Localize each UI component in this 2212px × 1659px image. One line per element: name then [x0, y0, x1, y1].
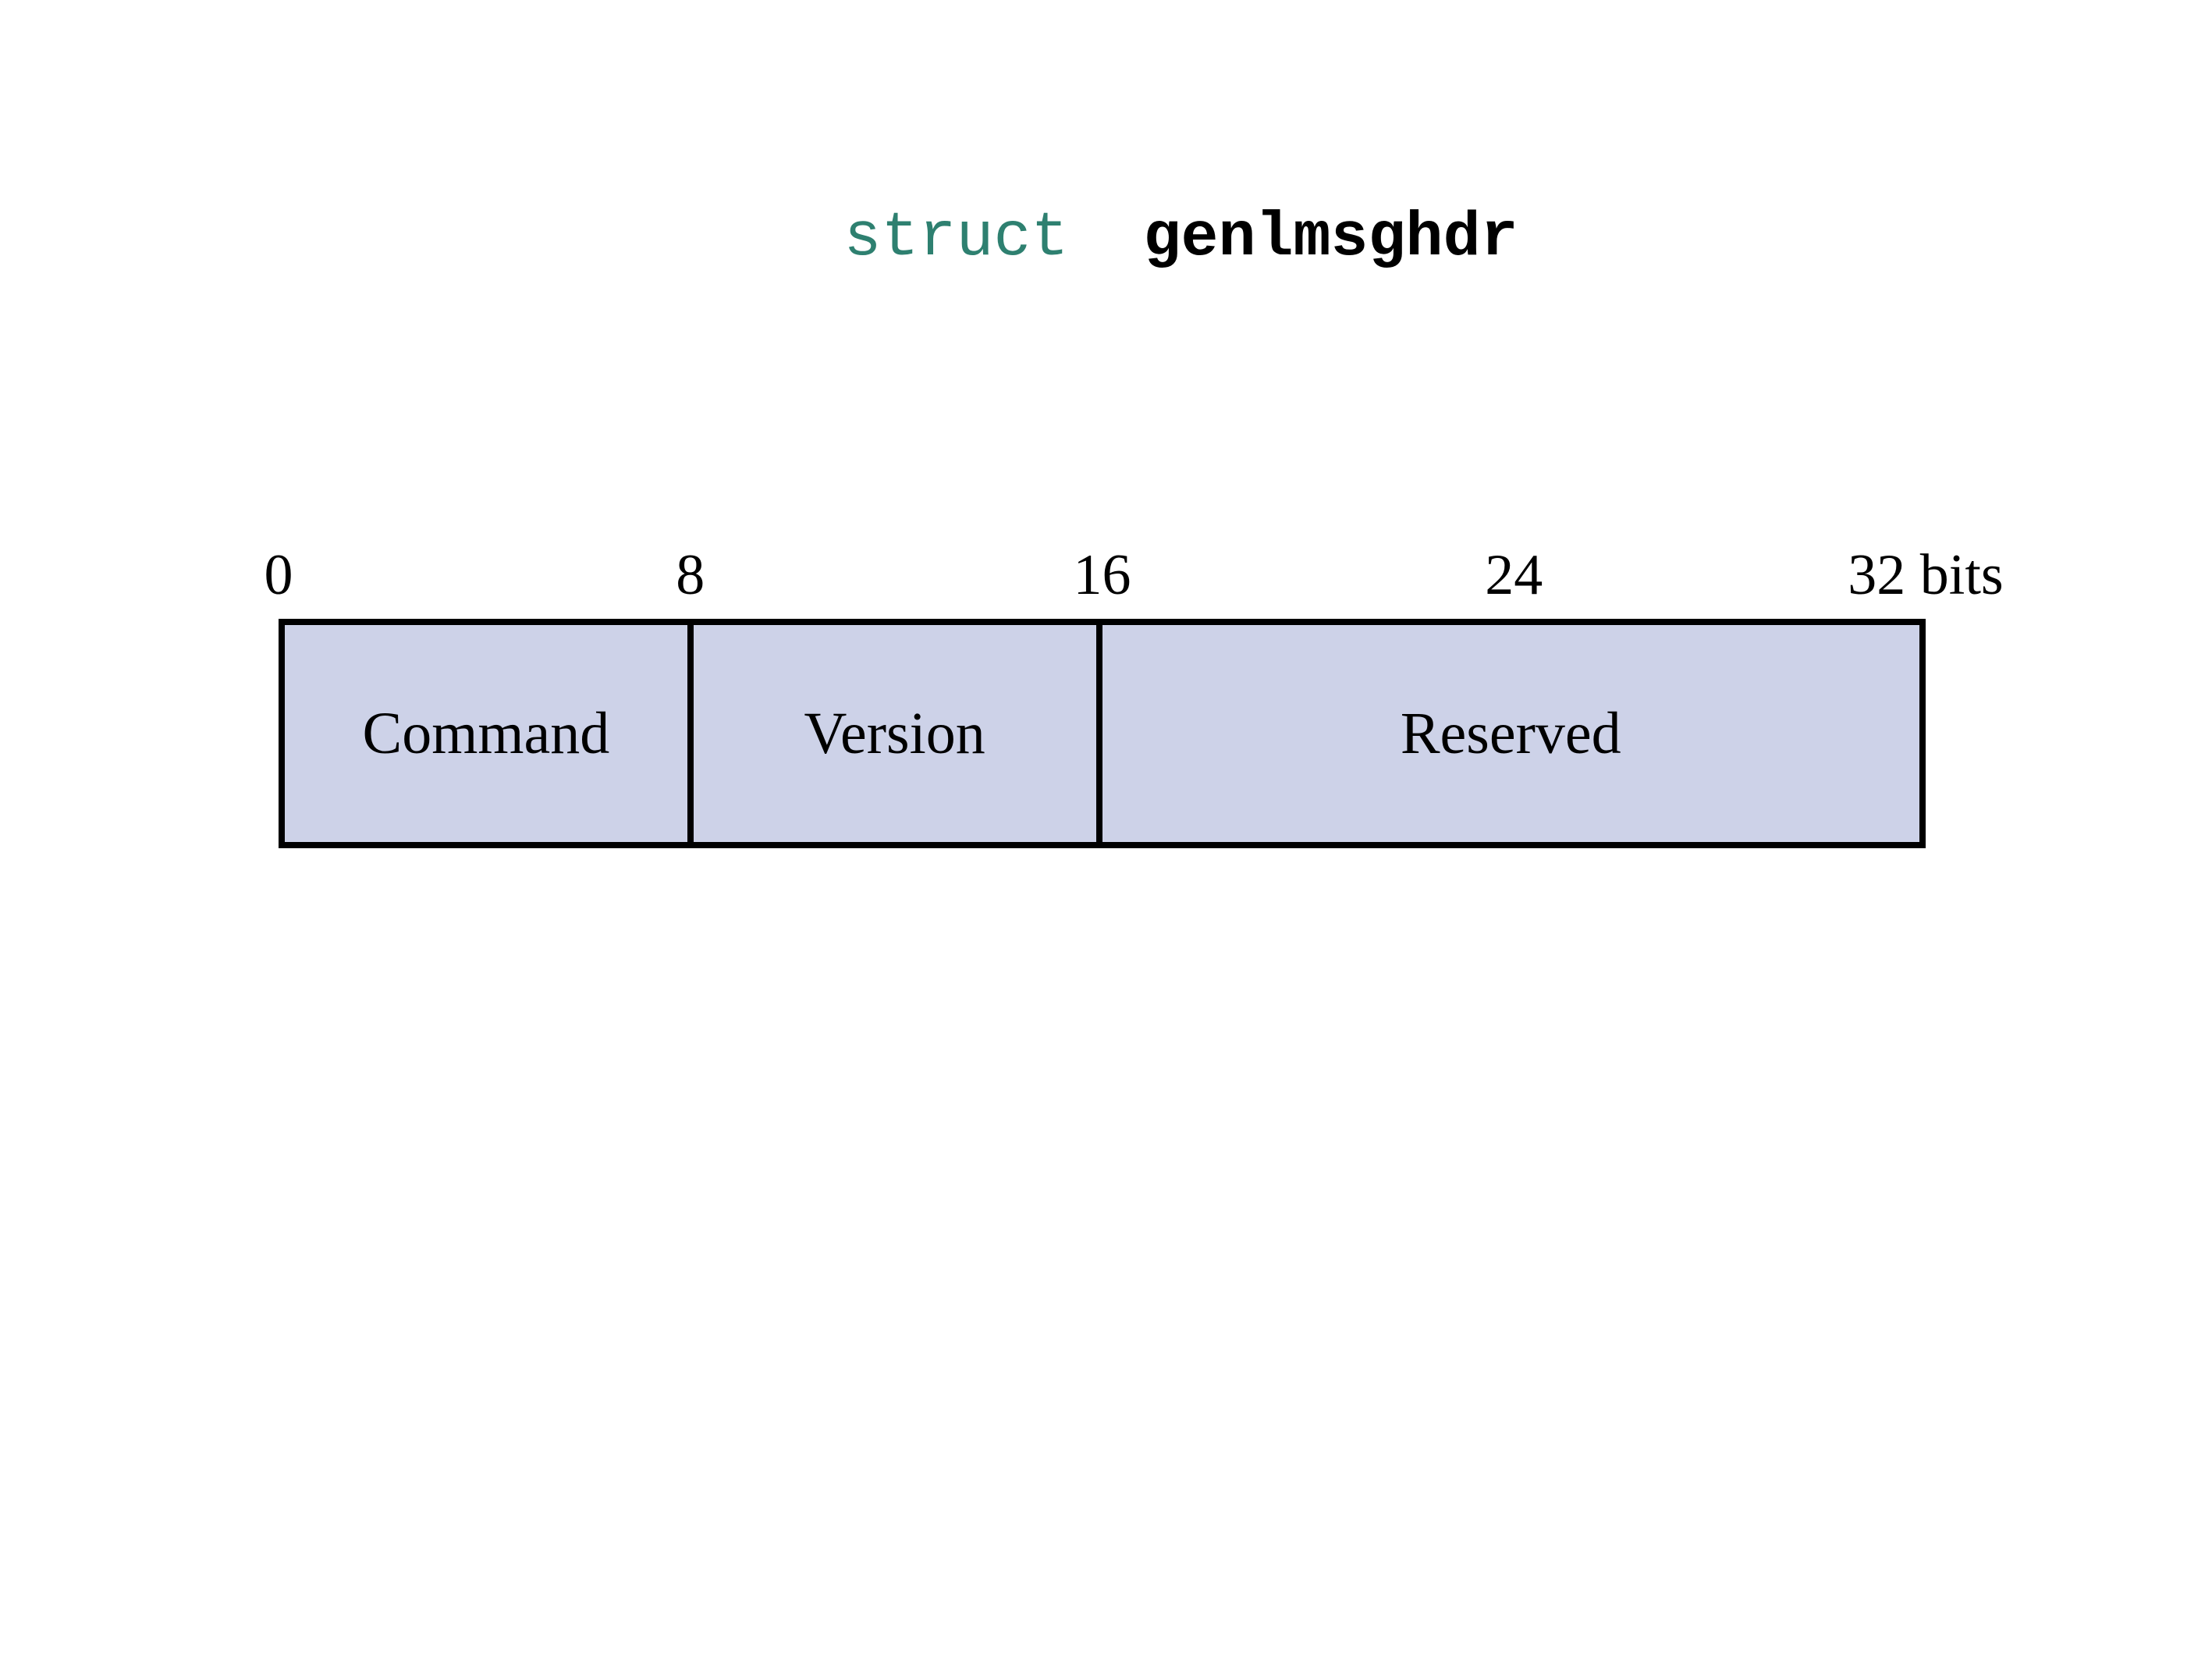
- field-command-label: Command: [362, 701, 610, 766]
- header-field-box: Command Version Reserved: [279, 619, 1926, 848]
- field-version-label: Version: [804, 701, 985, 766]
- page-title: struct genlmsghdr: [0, 145, 2212, 332]
- field-version: Version: [693, 625, 1102, 842]
- ruler-tick-16: 16: [1073, 543, 1131, 607]
- field-command: Command: [285, 625, 694, 842]
- ruler-tick-24: 24: [1485, 543, 1543, 607]
- title-separator: [1068, 203, 1143, 274]
- field-reserved-label: Reserved: [1400, 701, 1621, 766]
- ruler-tick-8: 8: [676, 543, 705, 607]
- ruler-tick-0: 0: [264, 543, 293, 607]
- title-keyword: struct: [843, 203, 1069, 274]
- bit-ruler: 0 8 16 24 32 bits: [265, 543, 2004, 609]
- field-reserved: Reserved: [1102, 625, 1919, 842]
- title-struct-name: genlmsghdr: [1143, 203, 1518, 274]
- ruler-tick-32: 32 bits: [1848, 546, 2003, 604]
- ruler-unit-label: bits: [1905, 543, 2004, 607]
- ruler-tick-32-value: 32: [1848, 543, 1906, 607]
